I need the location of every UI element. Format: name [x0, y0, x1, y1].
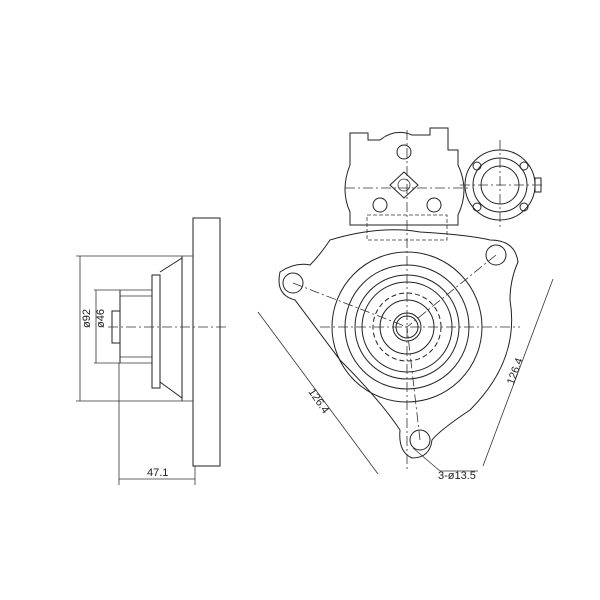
dim-line-126-left — [257, 311, 379, 475]
dim-label-47: 47.1 — [147, 467, 168, 479]
hub — [151, 274, 161, 389]
dim-label-46: ø46 — [95, 309, 107, 328]
housing-outline — [278, 229, 519, 459]
mount-hole — [282, 272, 304, 294]
solenoid — [344, 127, 470, 241]
dim-label-126-left: 126.4 — [306, 387, 332, 416]
front-view: 126.4 126.4 3-ø13.5 — [257, 127, 554, 482]
dim-label-126-right: 126.4 — [505, 356, 526, 386]
mount-hole — [485, 244, 507, 266]
mount-hole — [409, 429, 431, 451]
dim-line-126-right — [482, 278, 554, 467]
terminal-cap — [460, 140, 545, 230]
cone — [159, 257, 183, 399]
dim-label-92: ø92 — [81, 309, 93, 328]
side-view: ø92 ø46 47.1 — [76, 217, 226, 485]
flange — [192, 217, 221, 467]
dim-label-holes: 3-ø13.5 — [438, 470, 476, 482]
